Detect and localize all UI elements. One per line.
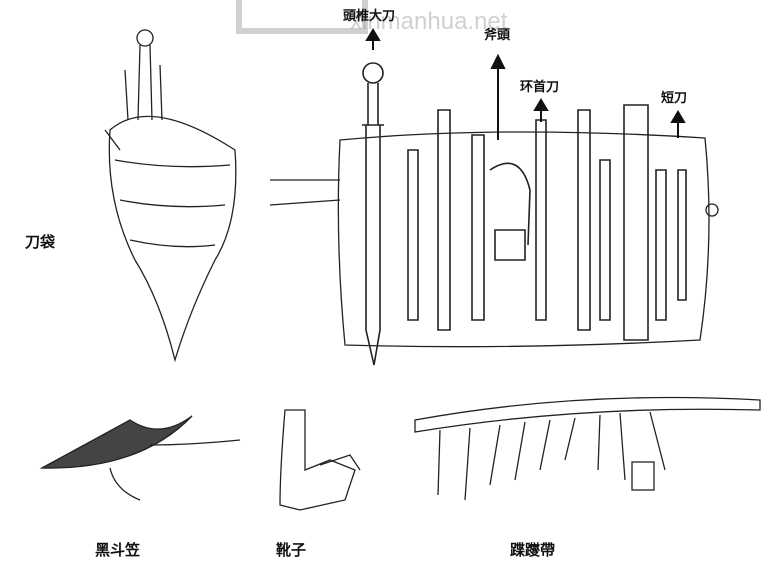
label-ring-pommel-sword: 环首刀 [520,80,560,95]
belt-drawing [414,396,761,501]
label-pommel-sword: 頭椎大刀 [343,9,396,24]
label-short-sword: 短刀 [661,91,688,106]
label-boots: 靴子 [276,541,307,559]
hat-drawing [39,415,241,501]
label-sword-bag: 刀袋 [25,233,56,251]
label-axe: 斧頭 [484,28,511,43]
weapon-roll-drawing [269,62,719,366]
label-black-hat: 黑斗笠 [95,541,141,559]
boots-drawing [279,409,361,511]
sword-bag-drawing [104,29,237,363]
watermark-site: xinmanhua.net [350,8,508,35]
watermark-logo [236,0,368,34]
label-belt: 蹀躞帶 [510,541,556,559]
arrows [365,28,686,140]
